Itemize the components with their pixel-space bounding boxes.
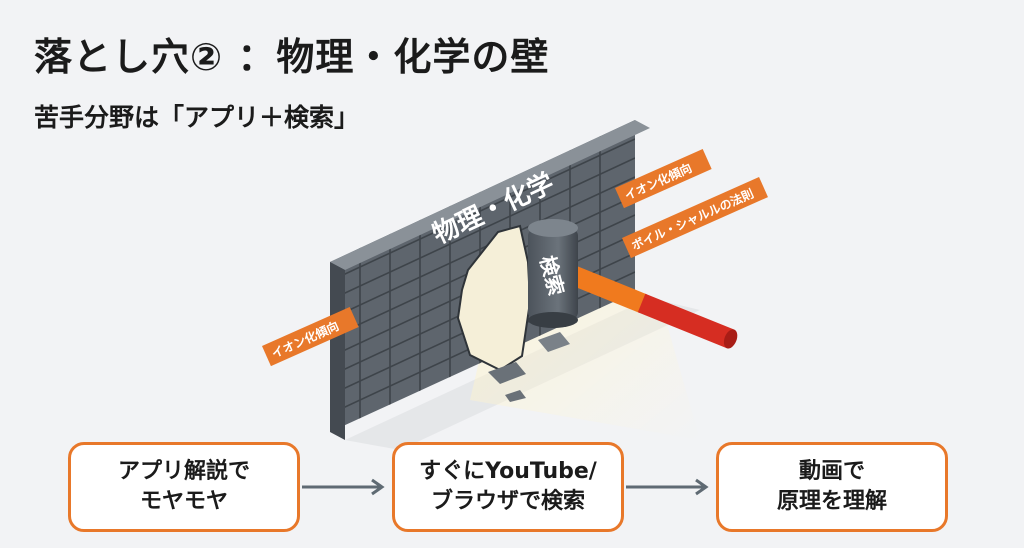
flow-arrow-2 <box>626 478 709 496</box>
debris <box>488 362 526 384</box>
flow-step-3: 動画で 原理を理解 <box>716 442 948 532</box>
page-title: 落とし穴② ：物理・化学の壁 <box>34 35 550 79</box>
flow-step-2: すぐにYouTube/ ブラウザで検索 <box>392 442 624 532</box>
wall-top <box>330 120 650 270</box>
flow-arrow-1 <box>302 478 385 496</box>
flow-step-1: アプリ解説で モヤモヤ <box>68 442 300 532</box>
hammer-handle-orange <box>556 260 648 313</box>
hammer-handle-red <box>637 293 735 349</box>
debris <box>538 332 570 352</box>
hammer-head <box>528 219 578 328</box>
debris <box>505 390 526 402</box>
wall-hole <box>456 224 532 372</box>
page-subtitle: 苦手分野は「アプリ＋検索」 <box>34 103 360 132</box>
wall-side <box>330 262 345 440</box>
